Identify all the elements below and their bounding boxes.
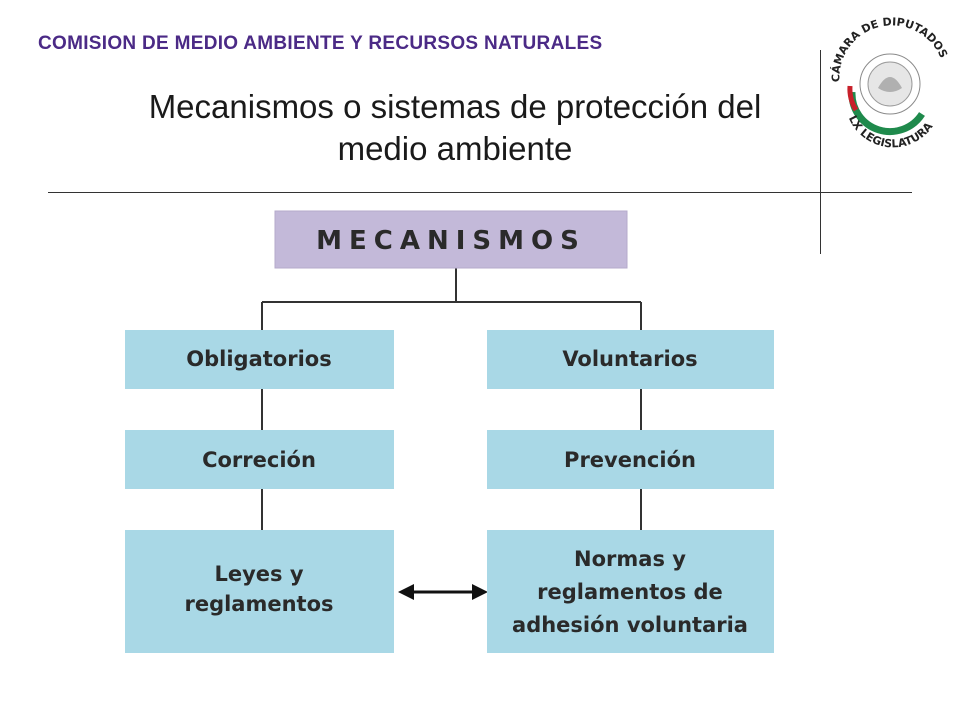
slide-title-line-1: Mecanismos o sistemas de protección del bbox=[148, 88, 762, 125]
node-leyes-label-line-2: reglamentos bbox=[184, 592, 333, 616]
node-normas-label-line-3: adhesión voluntaria bbox=[512, 613, 748, 637]
horizontal-divider bbox=[48, 192, 912, 193]
node-correcion-label: Correción bbox=[202, 448, 316, 472]
node-voluntarios-label: Voluntarios bbox=[562, 347, 697, 371]
node-normas: Normas y reglamentos de adhesión volunta… bbox=[487, 530, 774, 653]
node-leyes: Leyes y reglamentos bbox=[125, 530, 394, 653]
seal-red-arc bbox=[847, 85, 859, 112]
node-correcion: Correción bbox=[125, 430, 394, 489]
node-normas-label-line-2: reglamentos de bbox=[537, 580, 723, 604]
node-leyes-label-line-1: Leyes y bbox=[214, 562, 303, 586]
node-prevencion: Prevención bbox=[487, 430, 774, 489]
node-root: MECANISMOS bbox=[274, 210, 628, 269]
node-root-label: MECANISMOS bbox=[316, 226, 586, 256]
committee-header: COMISION DE MEDIO AMBIENTE Y RECURSOS NA… bbox=[38, 33, 603, 54]
node-voluntarios: Voluntarios bbox=[487, 330, 774, 389]
double-arrow bbox=[398, 584, 488, 600]
vertical-divider bbox=[820, 50, 821, 254]
slide-title-line-2: medio ambiente bbox=[337, 130, 573, 167]
node-obligatorios: Obligatorios bbox=[125, 330, 394, 389]
eagle-icon bbox=[878, 77, 902, 92]
chamber-seal-logo: CÁMARA DE DIPUTADOS LX LEGISLATURA bbox=[829, 15, 950, 148]
node-normas-label-line-1: Normas y bbox=[574, 547, 686, 571]
node-prevencion-label: Prevención bbox=[564, 448, 696, 472]
slide-title: Mecanismos o sistemas de protección del … bbox=[60, 86, 850, 170]
seal-inner-ring bbox=[859, 53, 921, 115]
connector-lines bbox=[261, 268, 642, 530]
node-obligatorios-label: Obligatorios bbox=[186, 347, 331, 371]
